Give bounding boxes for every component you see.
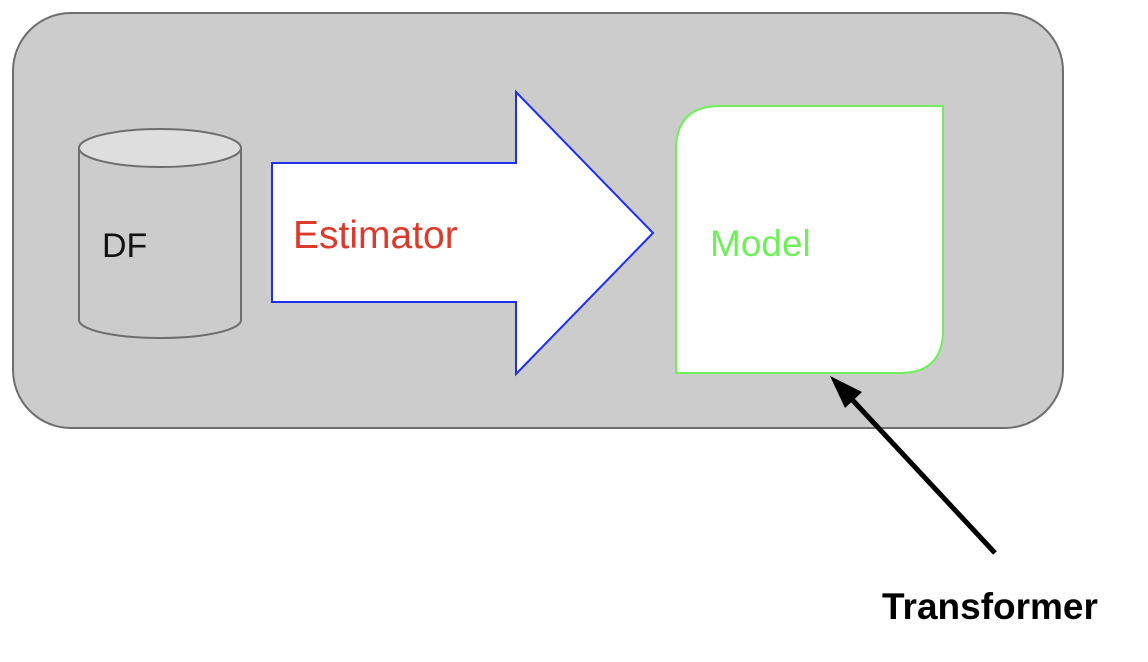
cylinder-body: [78, 148, 242, 339]
model-box: [675, 105, 944, 374]
estimator-label: Estimator: [293, 214, 458, 257]
transformer-pointer-arrow: [843, 390, 997, 555]
transformer-pointer-arrowhead: [830, 376, 862, 408]
cylinder-top: [78, 128, 242, 168]
dataframe-cylinder-icon: [78, 128, 242, 339]
transformer-label: Transformer: [882, 586, 1098, 627]
dataframe-label: DF: [102, 227, 147, 265]
estimator-arrow: [271, 89, 655, 377]
model-label: Model: [710, 223, 811, 264]
